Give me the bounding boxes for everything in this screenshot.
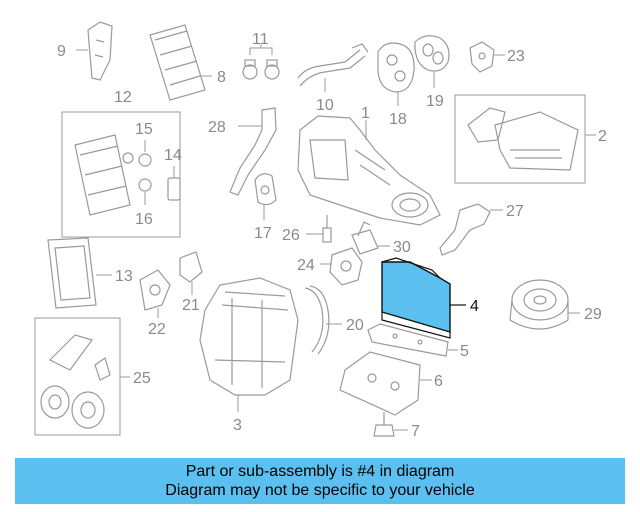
callout-24: 24 bbox=[297, 257, 315, 274]
callout-28: 28 bbox=[208, 119, 226, 136]
callout-1: 1 bbox=[361, 105, 370, 122]
callout-30: 30 bbox=[393, 239, 411, 256]
part-7-bolt bbox=[373, 412, 408, 437]
callout-27: 27 bbox=[506, 203, 524, 220]
callout-11: 11 bbox=[252, 31, 269, 48]
part-21-sensor bbox=[179, 251, 203, 295]
callout-6: 6 bbox=[434, 373, 443, 390]
banner-line-part: Part or sub-assembly is #4 in diagram bbox=[185, 463, 455, 480]
part-8-evaporator bbox=[149, 24, 212, 101]
callout-26: 26 bbox=[282, 227, 300, 244]
part-29-blower-motor bbox=[509, 279, 580, 330]
callout-3: 3 bbox=[233, 417, 242, 434]
part-19-seal bbox=[414, 35, 450, 88]
part-25-assembly bbox=[40, 334, 130, 429]
callout-12: 12 bbox=[114, 89, 132, 106]
part-23-bracket bbox=[469, 41, 505, 73]
part-27-bracket bbox=[439, 203, 503, 256]
part-28-bracket bbox=[229, 107, 277, 196]
part-17-actuator bbox=[254, 173, 277, 220]
info-banner: Part or sub-assembly is #4 in diagram Di… bbox=[15, 458, 625, 504]
part-30-clip bbox=[351, 221, 390, 255]
callout-18: 18 bbox=[389, 111, 407, 128]
callout-8: 8 bbox=[217, 69, 226, 86]
callout-13: 13 bbox=[115, 268, 133, 285]
callout-2: 2 bbox=[598, 128, 607, 145]
part-13-frame bbox=[47, 237, 112, 309]
callout-10: 10 bbox=[316, 97, 334, 114]
banner-line-disclaimer: Diagram may not be specific to your vehi… bbox=[165, 482, 475, 499]
part-9-bracket bbox=[76, 21, 113, 81]
parts-diagram: 9 8 11 10 1 18 19 23 2 12 15 14 16 28 17… bbox=[34, 21, 607, 440]
part-18-grommet bbox=[377, 42, 415, 106]
callout-22: 22 bbox=[148, 321, 166, 338]
part-22-motor bbox=[139, 269, 171, 318]
part-15-oring bbox=[138, 140, 152, 167]
callout-20: 20 bbox=[346, 317, 364, 334]
callout-14: 14 bbox=[164, 147, 182, 164]
part-26-screw bbox=[306, 215, 332, 243]
callout-7: 7 bbox=[411, 423, 420, 440]
part-6-plate bbox=[339, 351, 432, 416]
callout-23: 23 bbox=[507, 48, 525, 65]
part-16-oring bbox=[138, 178, 152, 205]
part-20-hose bbox=[304, 285, 342, 355]
callout-16: 16 bbox=[135, 211, 153, 228]
callout-21: 21 bbox=[182, 297, 200, 314]
callout-29: 29 bbox=[584, 306, 602, 323]
part-2-duct bbox=[467, 107, 596, 171]
part-14-valve bbox=[167, 166, 181, 201]
part-12-heater-core bbox=[74, 134, 134, 216]
part-24-actuator bbox=[320, 247, 363, 286]
part-11-clamps bbox=[242, 44, 280, 80]
part-10-pipes bbox=[297, 43, 369, 92]
part-1-heater-case bbox=[297, 115, 441, 226]
callout-25: 25 bbox=[133, 370, 151, 387]
callout-9: 9 bbox=[57, 43, 66, 60]
group-box-2 bbox=[454, 94, 586, 184]
callout-17: 17 bbox=[254, 225, 272, 242]
part-5-bracket bbox=[367, 323, 458, 357]
part-4-cabin-filter bbox=[381, 257, 466, 339]
callout-4: 4 bbox=[470, 298, 479, 315]
part-3-housing bbox=[199, 277, 299, 412]
callout-15: 15 bbox=[135, 121, 153, 138]
group-box-12 bbox=[61, 111, 181, 238]
callout-19: 19 bbox=[426, 93, 444, 110]
callout-5: 5 bbox=[460, 343, 469, 360]
